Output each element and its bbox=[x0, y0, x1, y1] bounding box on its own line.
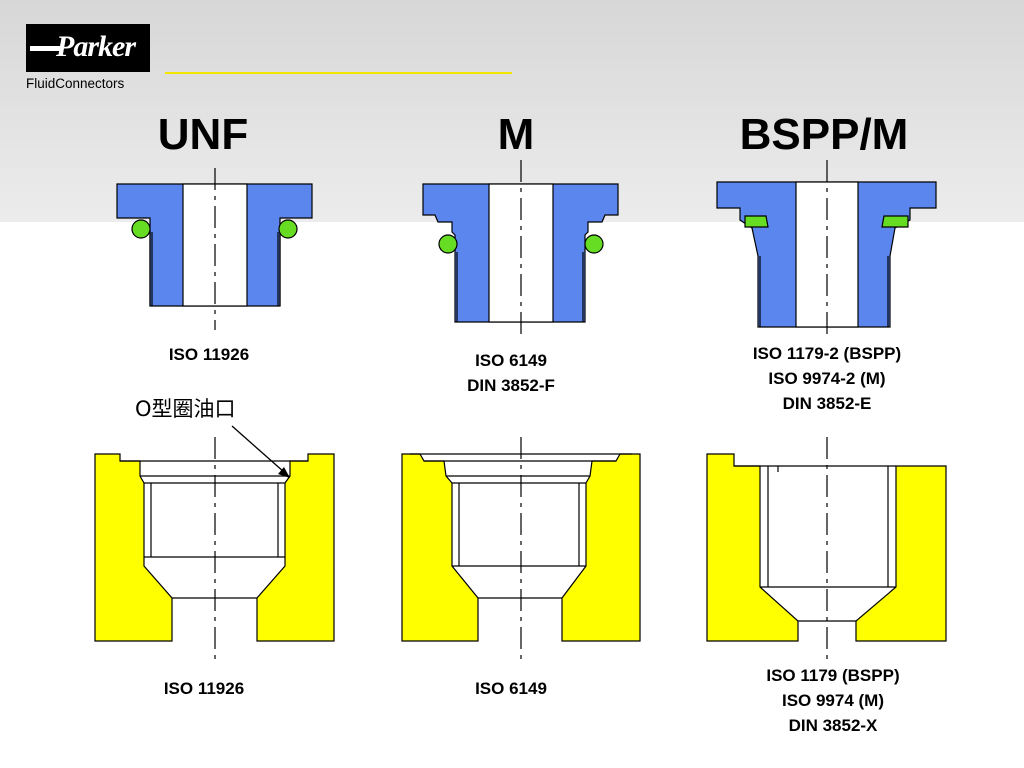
unf-port-block bbox=[94, 453, 335, 642]
bspp-port-standards: ISO 1179 (BSPP) ISO 9974 (M) DIN 3852-X bbox=[713, 663, 953, 738]
standard-line: ISO 6149 bbox=[475, 679, 547, 698]
division-name: FluidConnectors bbox=[26, 76, 125, 91]
unf-port-standards: ISO 11926 bbox=[84, 676, 324, 701]
column-title-bspp: BSPP/M bbox=[739, 110, 909, 159]
m-stud-standards: ISO 6149 DIN 3852-F bbox=[391, 348, 631, 398]
standard-line: DIN 3852-F bbox=[467, 376, 555, 395]
callout-arrow bbox=[231, 425, 290, 478]
unf-o-ring-right bbox=[278, 219, 298, 239]
unf-stud-standards: ISO 11926 bbox=[89, 342, 329, 367]
logo-bar bbox=[30, 46, 62, 51]
standard-line: ISO 9974-2 (M) bbox=[768, 369, 886, 388]
column-title-m: M bbox=[497, 110, 535, 159]
parker-logo: Parker FluidConnectors bbox=[26, 24, 154, 96]
m-o-ring-right bbox=[584, 234, 604, 254]
standard-line: ISO 11926 bbox=[168, 345, 250, 364]
standard-line: ISO 9974 (M) bbox=[781, 691, 885, 710]
standard-line: DIN 3852-X bbox=[788, 716, 878, 735]
m-port-standards: ISO 6149 bbox=[391, 676, 631, 701]
standard-line: ISO 1179-2 (BSPP) bbox=[752, 344, 902, 363]
bspp-port-block bbox=[706, 453, 947, 642]
standard-line: ISO 6149 bbox=[475, 351, 547, 370]
column-title-unf: UNF bbox=[157, 110, 249, 159]
unf-o-ring-left bbox=[131, 219, 151, 239]
standard-line: ISO 11926 bbox=[163, 679, 245, 698]
o-ring-port-callout: O型圈油口 bbox=[135, 397, 236, 421]
m-o-ring-left bbox=[438, 234, 458, 254]
bspp-seal-right bbox=[881, 215, 909, 228]
header-rule bbox=[165, 72, 512, 74]
bspp-stud-standards: ISO 1179-2 (BSPP) ISO 9974-2 (M) DIN 385… bbox=[707, 341, 947, 416]
standard-line: ISO 1179 (BSPP) bbox=[766, 666, 900, 685]
logo-word: Parker bbox=[56, 30, 136, 63]
standard-line: DIN 3852-E bbox=[782, 394, 872, 413]
logo-badge: Parker bbox=[26, 24, 150, 72]
centre-lines bbox=[214, 160, 828, 660]
bspp-seal-left bbox=[744, 215, 769, 228]
